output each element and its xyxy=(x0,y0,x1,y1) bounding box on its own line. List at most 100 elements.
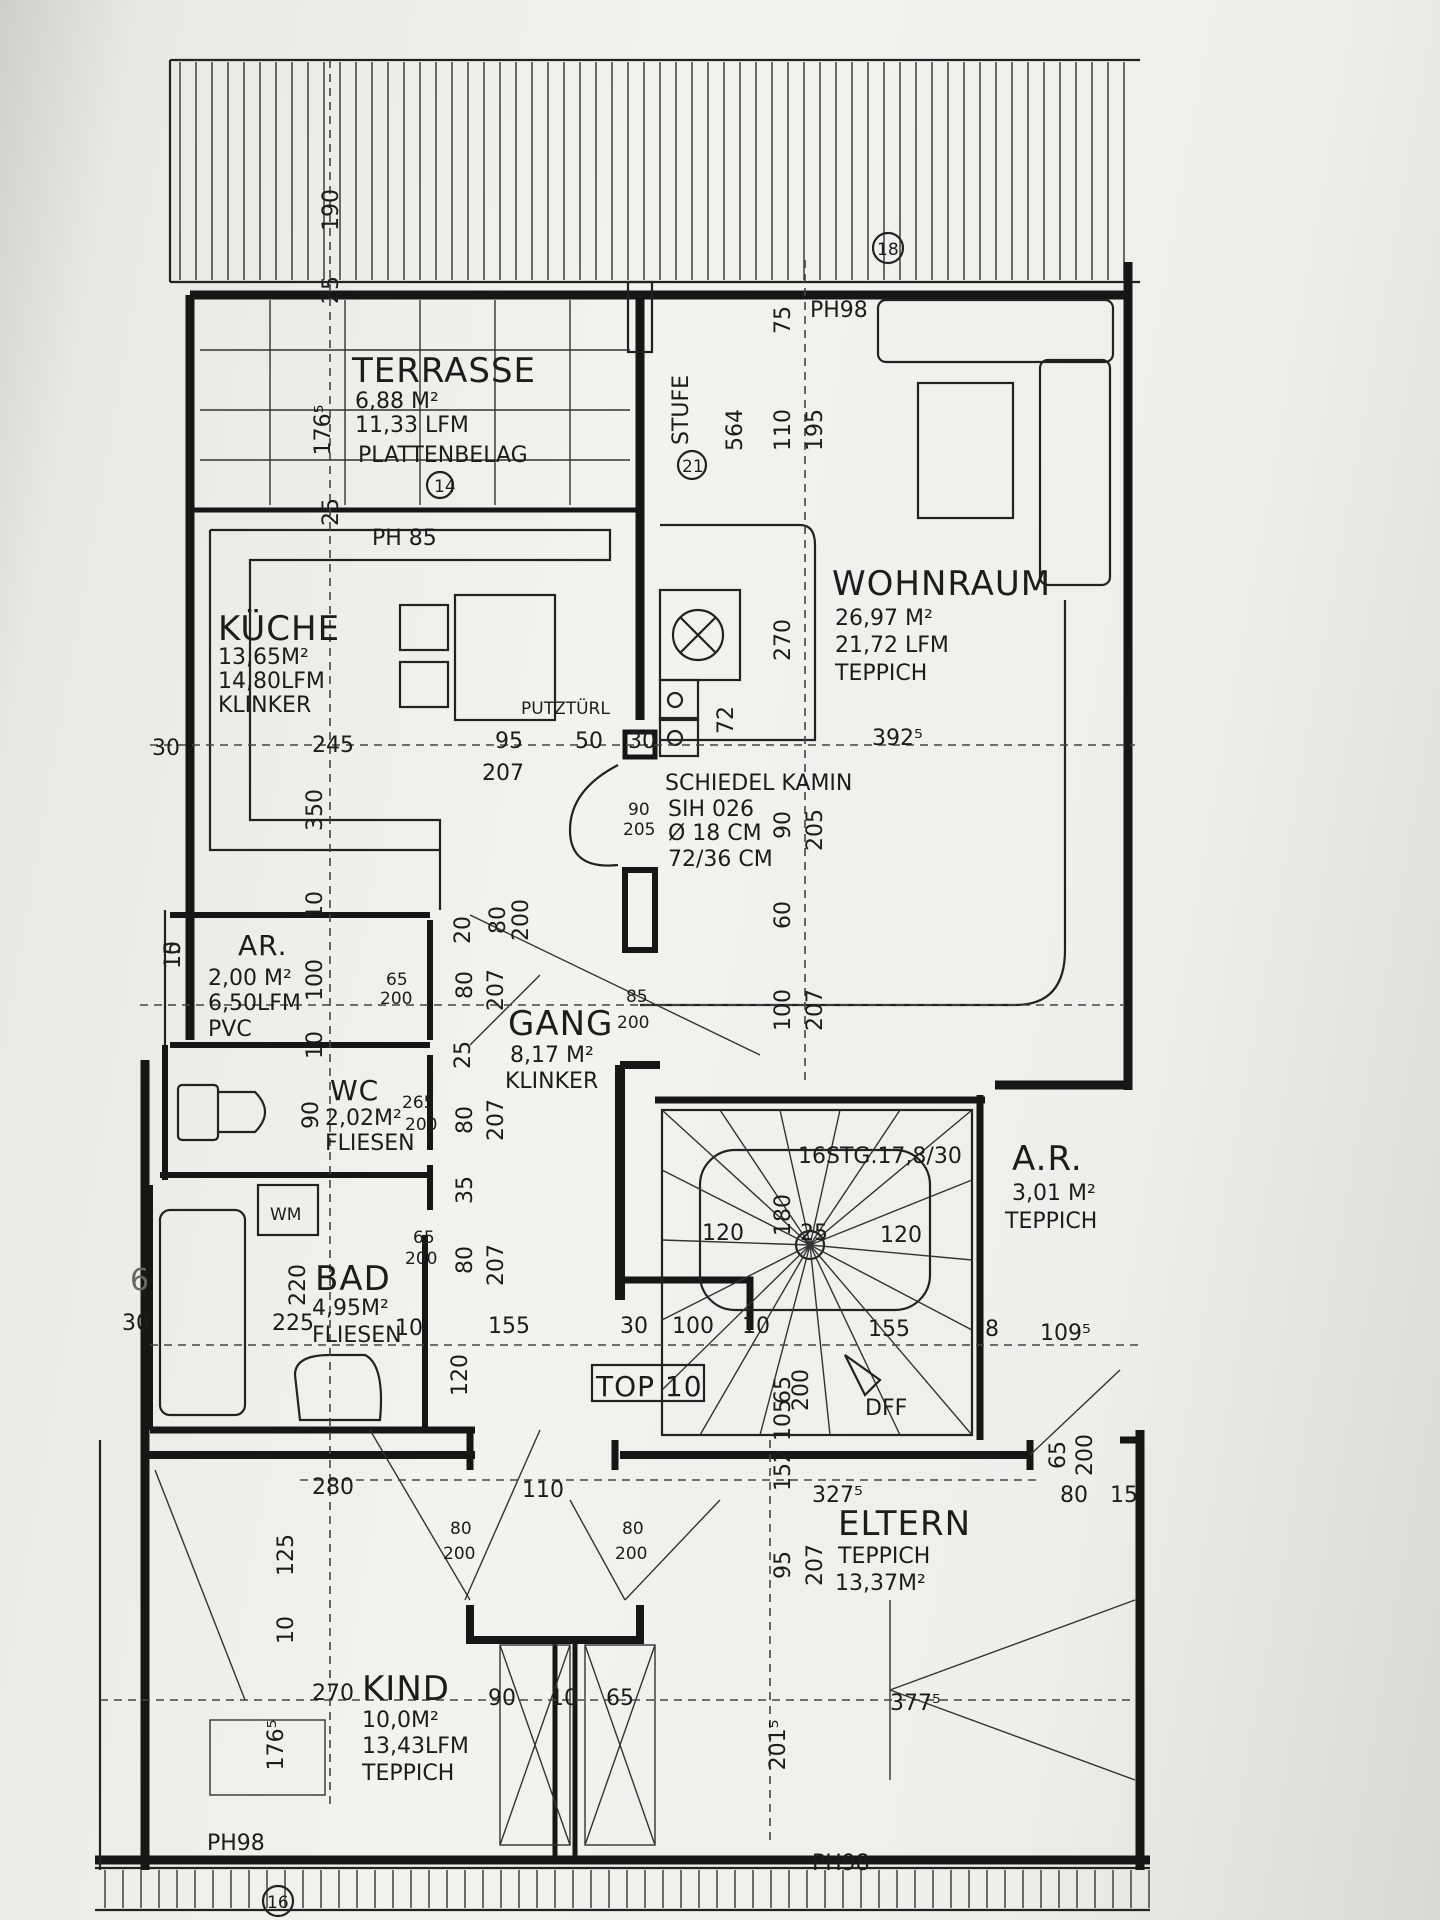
kind-lfm: 13,43LFM xyxy=(362,1734,469,1759)
dim-207e: 207 xyxy=(484,1244,509,1286)
dim-50: 50 xyxy=(575,729,603,754)
dim-200a: 200 xyxy=(509,899,534,941)
dim-207b: 207 xyxy=(484,969,509,1011)
dim-80e: 80 xyxy=(1060,1483,1088,1508)
ar-right-floor: TEPPICH xyxy=(1004,1209,1097,1234)
kind-name: KIND xyxy=(362,1669,450,1709)
ar-left-name: AR. xyxy=(238,929,288,962)
dim-195: 195 xyxy=(803,409,828,451)
dim-35: 35 xyxy=(453,1176,478,1204)
dim-75: 75 xyxy=(771,306,796,334)
dim-95b: 95 xyxy=(771,1551,796,1579)
ph85-label: PH 85 xyxy=(372,526,437,551)
dim-100a: 100 xyxy=(303,959,328,1001)
dim-110b: 110 xyxy=(522,1478,564,1503)
dim-155a: 155 xyxy=(488,1314,530,1339)
markers xyxy=(261,231,905,1918)
dim-270a: 270 xyxy=(771,619,796,661)
wohnraum-name: WOHNRAUM xyxy=(832,564,1051,604)
kueche-floor: KLINKER xyxy=(218,693,311,718)
bad-name: BAD xyxy=(315,1259,391,1299)
dimension-chains xyxy=(100,60,1140,1840)
gang-floor: KLINKER xyxy=(505,1069,598,1094)
dim-10e: 10 xyxy=(742,1314,770,1339)
dim-60: 60 xyxy=(771,901,796,929)
ar-left-area: 2,00 M² xyxy=(208,966,292,991)
top-10-label: TOP 10 xyxy=(595,1370,703,1403)
dim-100c: 100 xyxy=(672,1314,714,1339)
dim-1765a: 176⁵ xyxy=(311,405,336,456)
interior-walls xyxy=(145,280,1140,1860)
dim-207d: 207 xyxy=(484,1099,509,1141)
dim-245: 245 xyxy=(312,733,354,758)
dim-200f: 200 xyxy=(789,1369,814,1411)
ar-right-name: A.R. xyxy=(1012,1139,1083,1179)
dim-392-5: 392⁵ xyxy=(872,726,923,751)
kind-floor: TEPPICH xyxy=(361,1761,454,1786)
kamin-diameter: Ø 18 CM xyxy=(668,821,762,846)
wc-toilet xyxy=(176,1083,267,1142)
dim-10b: 10 xyxy=(161,941,186,969)
ph98-top: PH98 xyxy=(810,298,868,323)
dim-72: 72 xyxy=(714,706,739,734)
dim-280: 280 xyxy=(312,1475,354,1500)
wc-area: 2,02M² xyxy=(325,1106,402,1131)
marker-16: 16 xyxy=(267,1893,289,1913)
wc-floor: FLIESEN xyxy=(325,1131,415,1156)
kamin-title: SCHIEDEL KAMIN xyxy=(665,771,852,796)
dim-564: 564 xyxy=(723,409,748,451)
dim-80a: 80 xyxy=(486,906,511,934)
dim-200h: 200 xyxy=(443,1544,475,1564)
dim-85: 85 xyxy=(626,987,648,1007)
dim-80d: 80 xyxy=(453,1246,478,1274)
dim-30a: 30 xyxy=(152,736,180,761)
dim-80f: 80 xyxy=(450,1519,472,1539)
marker-21: 21 xyxy=(682,457,704,477)
bad-floor: FLIESEN xyxy=(312,1323,402,1348)
eltern-area: 13,37M² xyxy=(835,1571,926,1596)
dim-110a: 110 xyxy=(771,409,796,451)
wohnraum-area: 26,97 M² xyxy=(835,606,933,631)
dim-207c: 207 xyxy=(803,989,828,1031)
dim-200d: 200 xyxy=(405,1115,437,1135)
side-mark: 6 xyxy=(130,1263,150,1298)
marker-14: 14 xyxy=(434,477,456,497)
dim-100b: 100 xyxy=(771,989,796,1031)
dim-377-5: 377⁵ xyxy=(890,1691,941,1716)
dim-10c: 10 xyxy=(303,1031,328,1059)
marker-18: 18 xyxy=(877,240,899,260)
wardrobes-kind xyxy=(209,1644,656,1846)
bottom-balcony-railing xyxy=(95,1866,1150,1912)
wohnraum-floor: TEPPICH xyxy=(834,661,927,686)
dim-90c: 90 xyxy=(299,1101,324,1129)
dim-200e: 200 xyxy=(405,1249,437,1269)
dim-65e: 65 xyxy=(606,1686,634,1711)
top-balcony-railing xyxy=(168,58,1140,284)
dim-65c: 65 xyxy=(771,1376,796,1404)
dim-270b: 270 xyxy=(312,1681,354,1706)
ph98-bottom-left: PH98 xyxy=(207,1831,265,1856)
dim-205a: 205 xyxy=(623,820,655,840)
dim-265: 265 xyxy=(402,1093,434,1113)
dim-30e: 30 xyxy=(620,1314,648,1339)
dim-80b: 80 xyxy=(453,971,478,999)
ph98-bottom-right: PH98 xyxy=(812,1851,870,1876)
dim-220: 220 xyxy=(286,1264,311,1306)
dim-2015: 201⁵ xyxy=(766,1720,791,1771)
ar-right-area: 3,01 M² xyxy=(1012,1181,1096,1206)
dim-350: 350 xyxy=(303,789,328,831)
dim-207f: 207 xyxy=(803,1544,828,1586)
terrace-tiles xyxy=(200,300,630,505)
dim-207a: 207 xyxy=(482,761,524,786)
dim-10f: 10 xyxy=(274,1616,299,1644)
dim-25a: 25 xyxy=(319,276,344,304)
dim-109-5: 109⁵ xyxy=(1040,1321,1091,1346)
kueche-area: 13,65M² xyxy=(218,645,309,670)
eltern-name: ELTERN xyxy=(838,1504,971,1544)
dim-80g: 80 xyxy=(622,1519,644,1539)
dim-180: 180 xyxy=(771,1194,796,1236)
dim-200g: 200 xyxy=(1073,1434,1098,1476)
dim-10g: 10 xyxy=(550,1686,578,1711)
